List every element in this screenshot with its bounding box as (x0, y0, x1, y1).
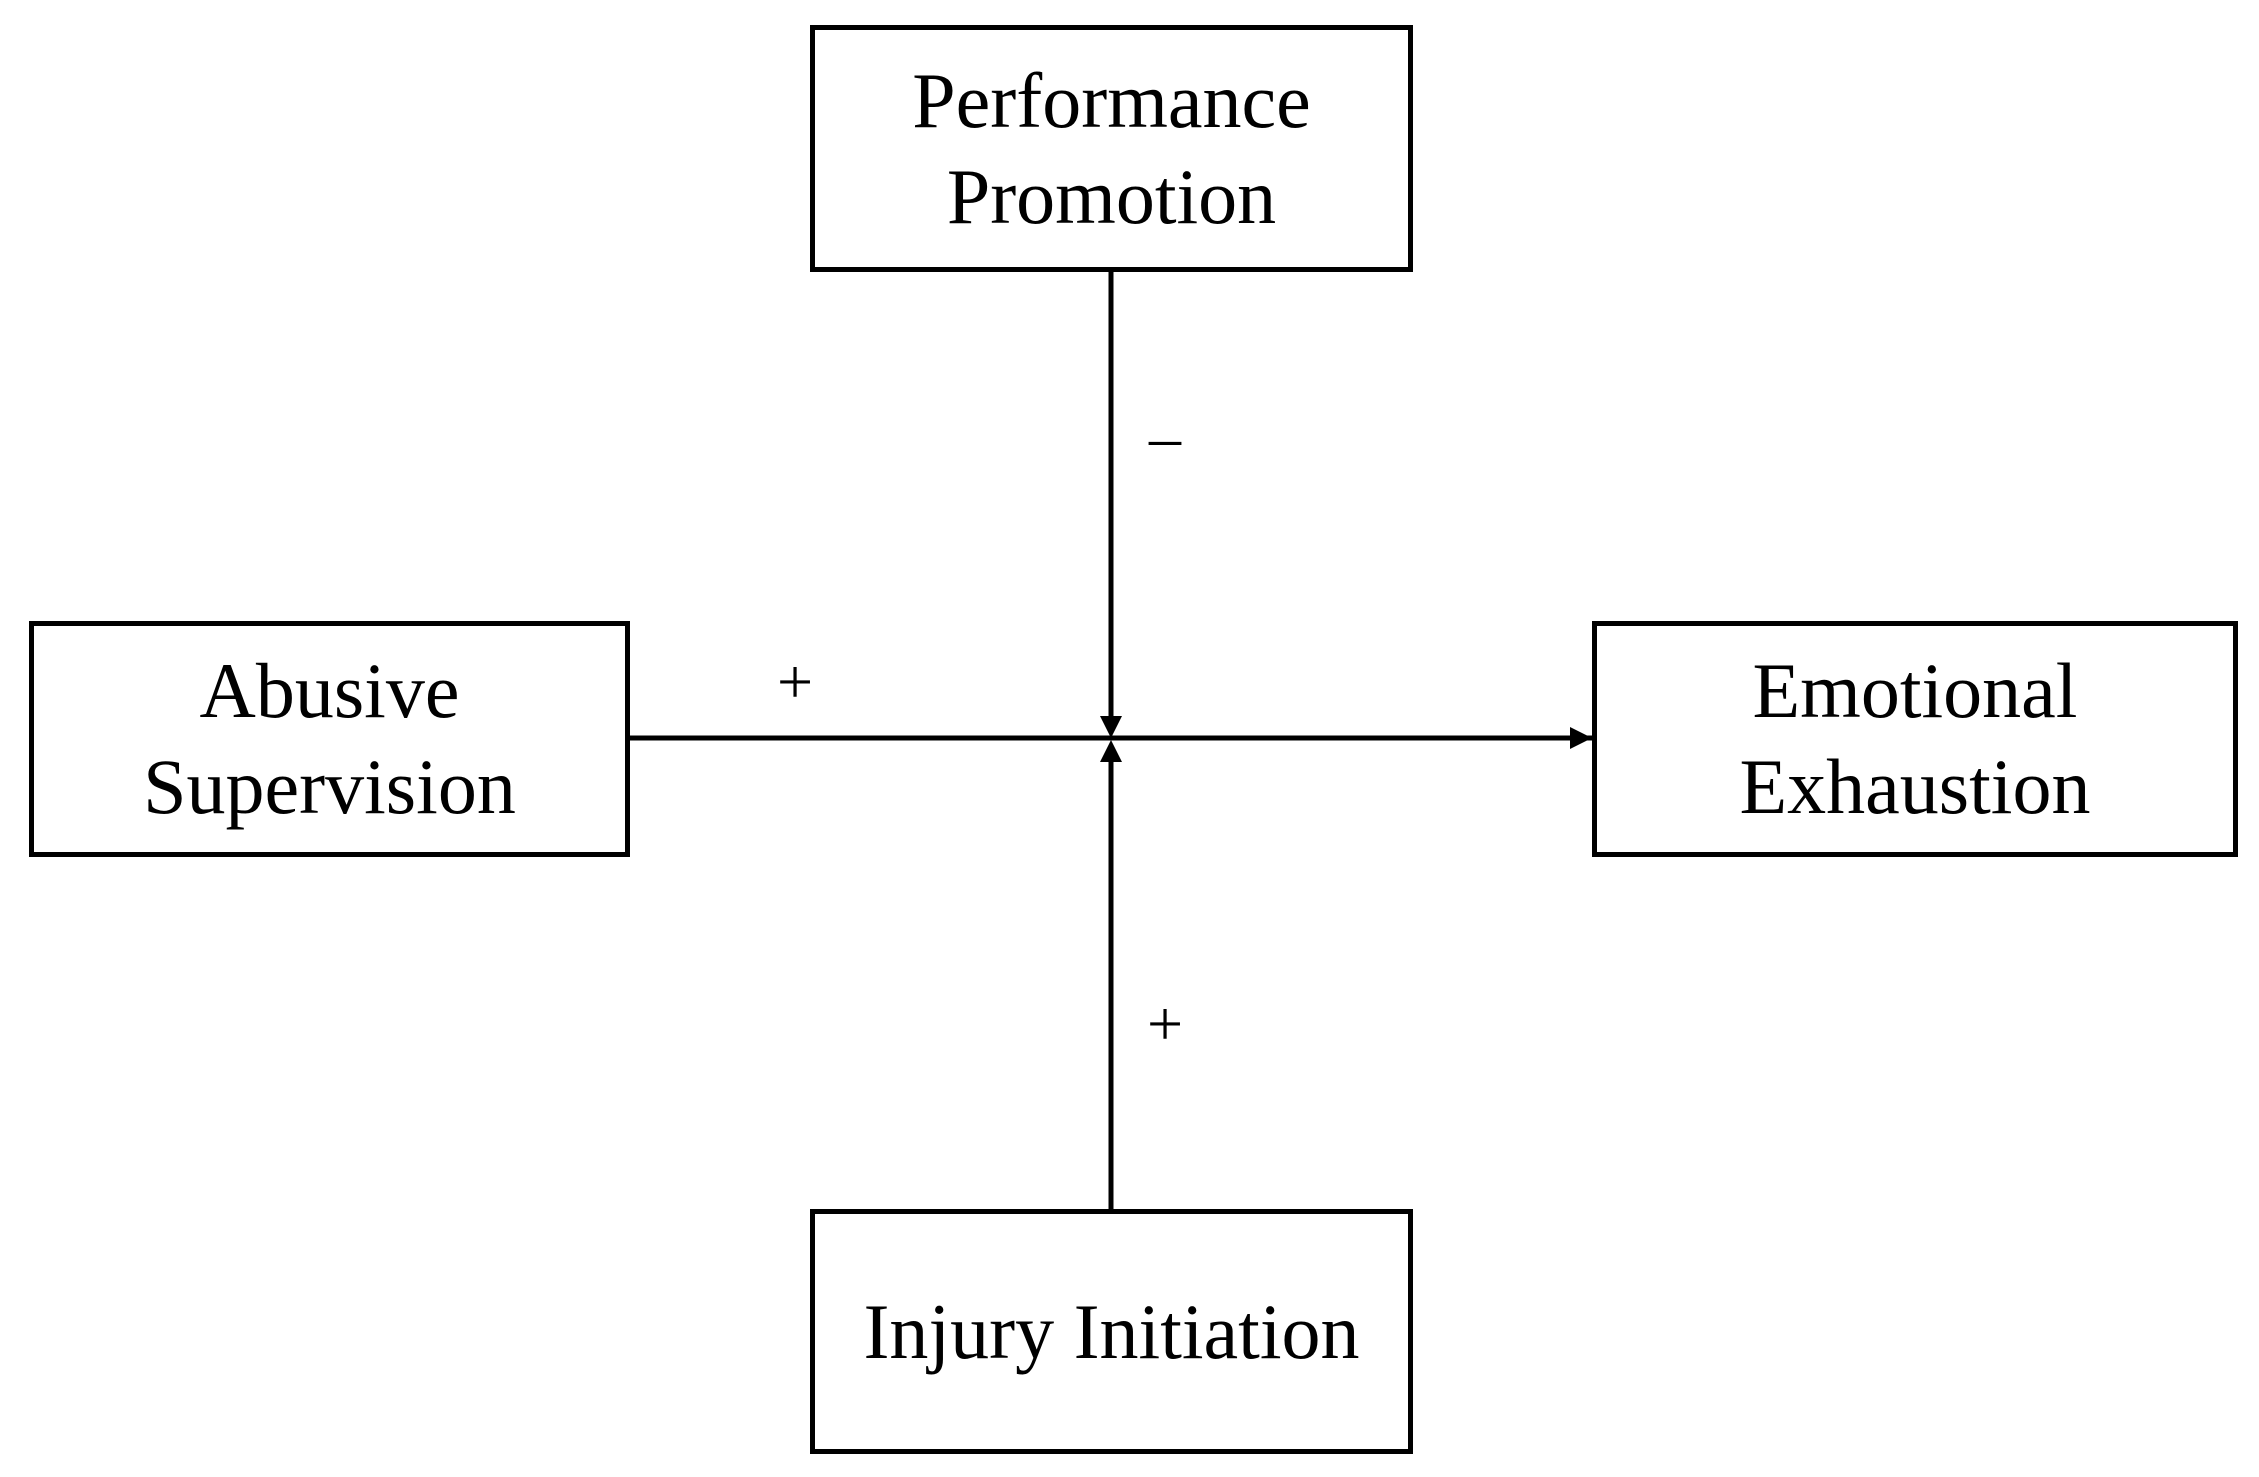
abusive-supervision-label-line1: Abusive (199, 647, 460, 734)
performance-promotion-box: Performance Promotion (810, 25, 1413, 272)
top-moderator-arrowhead (1100, 716, 1122, 738)
main-effect-arrowhead (1570, 727, 1592, 749)
abusive-supervision-label-line2: Supervision (143, 743, 516, 830)
emotional-exhaustion-label-line2: Exhaustion (1739, 743, 2091, 830)
bottom-moderator-sign: + (1146, 988, 1184, 1059)
performance-promotion-label-line2: Promotion (946, 152, 1277, 240)
injury-initiation-label: Injury Initiation (863, 1287, 1360, 1375)
bottom-moderator-arrowhead (1100, 740, 1122, 762)
top-moderator-sign: – (1149, 401, 1181, 472)
emotional-exhaustion-box: Emotional Exhaustion (1592, 621, 2238, 857)
main-effect-sign: + (776, 646, 814, 717)
injury-initiation-box: Injury Initiation (810, 1209, 1413, 1454)
performance-promotion-label-line1: Performance (912, 56, 1311, 144)
abusive-supervision-box: Abusive Supervision (29, 621, 630, 857)
emotional-exhaustion-label-line1: Emotional (1752, 647, 2078, 734)
